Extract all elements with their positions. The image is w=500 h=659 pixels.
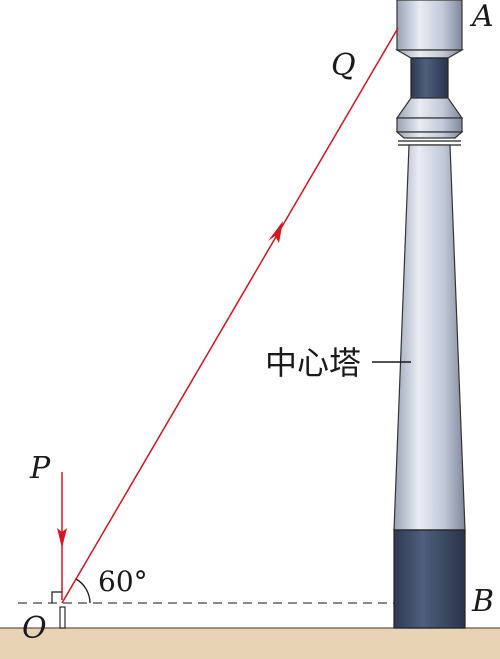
tower-top-block [396, 0, 463, 51]
tower-flare [395, 97, 464, 119]
reflected-ray [61, 27, 399, 604]
right-angle-marker [51, 591, 62, 603]
label-tower: 中心塔 [265, 344, 361, 382]
tower-collar [396, 117, 463, 133]
label-angle: 60° [98, 565, 148, 598]
label-point-p: P [29, 451, 51, 486]
label-point-q: Q [331, 48, 356, 83]
label-point-b: B [471, 584, 494, 619]
tower-top-taper [394, 49, 465, 59]
heliostat-post [59, 606, 66, 629]
angle-arc [75, 578, 91, 604]
tower-base [393, 529, 466, 629]
label-point-o: O [22, 611, 47, 646]
tower-collar-bottom [395, 131, 464, 139]
tower-neck [410, 57, 449, 99]
reflected-ray-arrow [268, 221, 283, 243]
central-tower [393, 0, 466, 629]
tower-shaft [393, 144, 466, 531]
label-point-a: A [469, 0, 494, 34]
ground [0, 628, 500, 659]
incident-ray-arrow [57, 528, 67, 548]
